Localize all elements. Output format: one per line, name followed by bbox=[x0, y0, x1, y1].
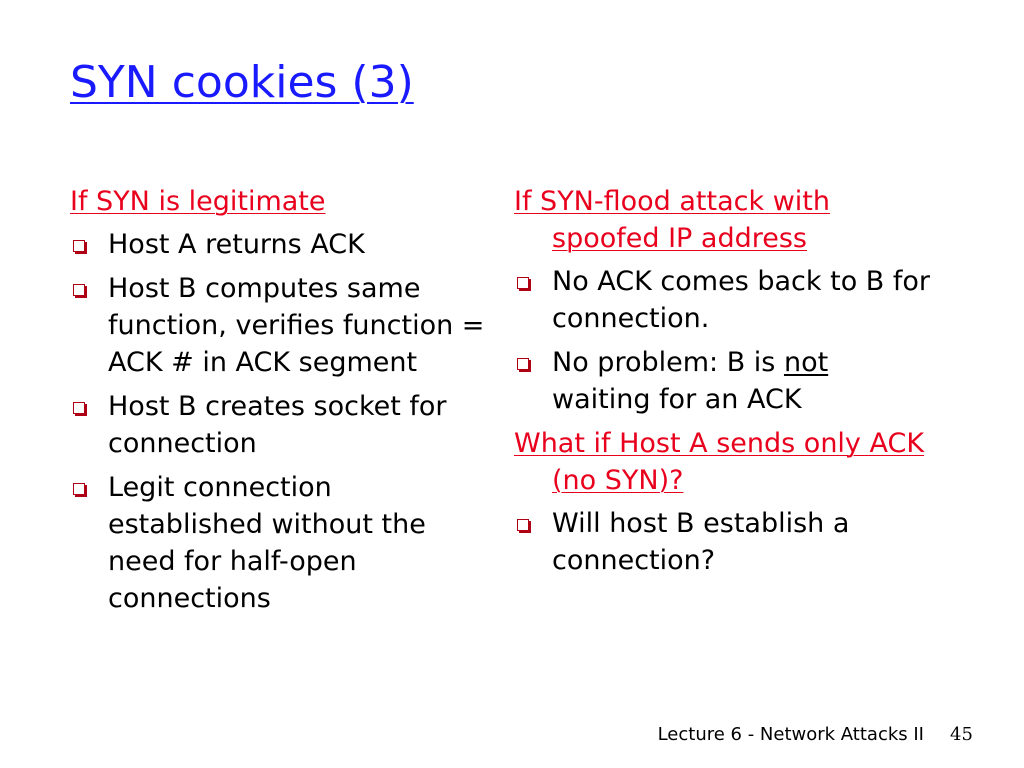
right-bullet-list-2: Will host B establish a connection? bbox=[514, 505, 934, 579]
bullet-text-before: No problem: B is bbox=[552, 347, 784, 378]
emphasis-not: not bbox=[783, 347, 829, 378]
bullet-text-after: waiting for an ACK bbox=[552, 384, 802, 415]
bullet-text: Host B computes same function, verifies … bbox=[108, 273, 485, 378]
right-column: If SYN-flood attack with spoofed IP addr… bbox=[514, 183, 934, 586]
square-bullet-icon bbox=[73, 284, 85, 296]
list-item: Host B computes same function, verifies … bbox=[70, 270, 490, 381]
square-bullet-icon bbox=[517, 519, 529, 531]
page-number: 45 bbox=[950, 724, 973, 745]
right-heading-attack: If SYN-flood attack with spoofed IP addr… bbox=[514, 186, 830, 254]
square-bullet-icon bbox=[517, 277, 529, 289]
square-bullet-icon bbox=[73, 402, 85, 414]
list-item: Will host B establish a connection? bbox=[514, 505, 934, 579]
square-bullet-icon bbox=[517, 358, 529, 370]
bullet-text: Host B creates socket for connection bbox=[108, 391, 447, 459]
list-item: Legit connection established without the… bbox=[70, 469, 490, 617]
square-bullet-icon bbox=[73, 483, 85, 495]
left-heading: If SYN is legitimate bbox=[70, 186, 326, 217]
right-bullet-list-1: No ACK comes back to B for connection. N… bbox=[514, 263, 934, 418]
footer-lecture: Lecture 6 - Network Attacks II bbox=[657, 724, 924, 745]
list-item: Host A returns ACK bbox=[70, 226, 490, 263]
list-item: No problem: B is not waiting for an ACK bbox=[514, 344, 934, 418]
bullet-text: No ACK comes back to B for connection. bbox=[552, 266, 931, 334]
bullet-text: Host A returns ACK bbox=[108, 229, 365, 260]
bullet-text: Legit connection established without the… bbox=[108, 472, 426, 614]
list-item: Host B creates socket for connection bbox=[70, 388, 490, 462]
slide-title: SYN cookies (3) bbox=[70, 57, 414, 108]
list-item: No ACK comes back to B for connection. bbox=[514, 263, 934, 337]
left-bullet-list: Host A returns ACK Host B computes same … bbox=[70, 226, 490, 617]
right-heading-question: What if Host A sends only ACK (no SYN)? bbox=[514, 428, 925, 496]
square-bullet-icon bbox=[73, 240, 85, 252]
bullet-text: Will host B establish a connection? bbox=[552, 508, 850, 576]
left-column: If SYN is legitimate Host A returns ACK … bbox=[70, 183, 490, 624]
